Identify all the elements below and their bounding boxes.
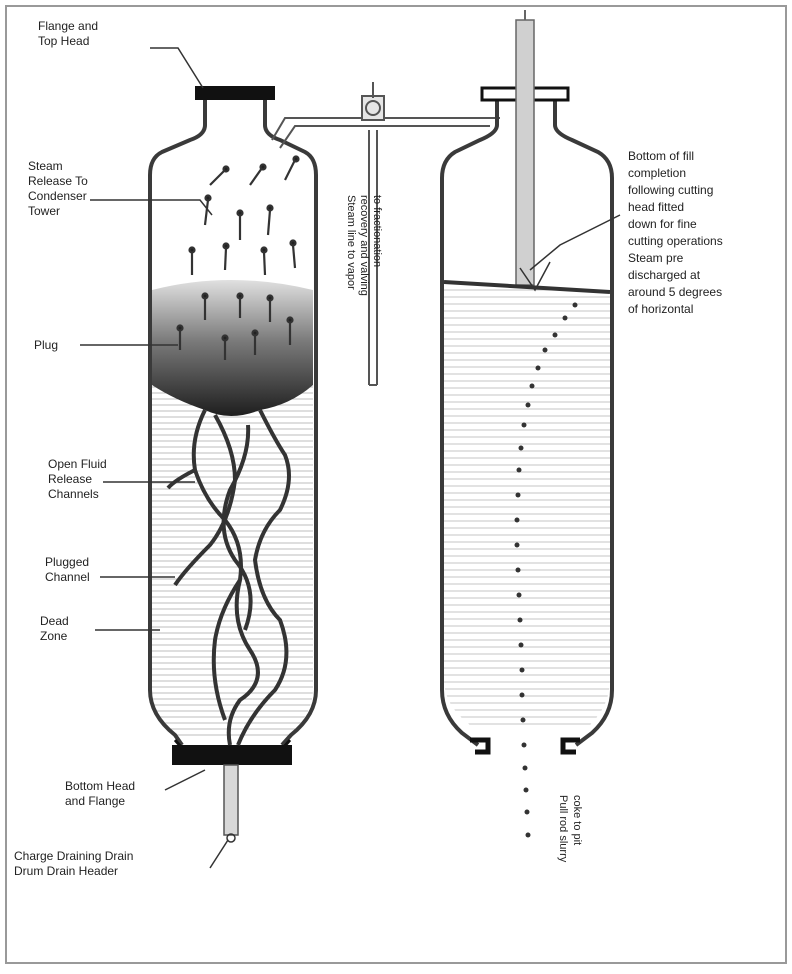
- right-note-line: of horizontal: [628, 302, 693, 316]
- label-plug: Plug: [34, 338, 58, 352]
- label-dead-zone-1: Dead: [40, 614, 69, 628]
- bottom-flange: [172, 745, 292, 765]
- cutting-stem: [516, 20, 534, 285]
- right-note-line: completion: [628, 166, 686, 180]
- right-coke-drum: [442, 10, 612, 838]
- vertical-note-line: Steam line to vapor: [345, 195, 357, 290]
- right-note-line: around 5 degrees: [628, 285, 722, 299]
- right-note-line: following cutting: [628, 183, 713, 197]
- right-note-line: head fitted: [628, 200, 684, 214]
- drain-pipe: [224, 765, 238, 835]
- coke-plug: [152, 280, 313, 416]
- label-plugged-channel-1: Plugged: [45, 555, 89, 569]
- label-open-fluid-3: Channels: [48, 487, 99, 501]
- label-coker-drain-1: Charge Draining Drain: [14, 849, 133, 863]
- bottom-vertical-note-line: coke to pit: [571, 795, 583, 845]
- label-coker-drain-2: Drum Drain Header: [14, 864, 118, 878]
- label-plugged-channel-2: Channel: [45, 570, 90, 584]
- label-bottom-head-1: Bottom Head: [65, 779, 135, 793]
- left-drum-coke-bed: [152, 385, 313, 740]
- label-open-fluid-1: Open Fluid: [48, 457, 107, 471]
- right-note-line: Steam pre: [628, 251, 684, 265]
- right-note-line: discharged at: [628, 268, 701, 282]
- vertical-note-line: to fractionation: [371, 195, 383, 267]
- label-steam-release-1: Steam: [28, 159, 63, 173]
- bottom-vertical-note-line: Pull rod slurry: [557, 795, 569, 863]
- right-drum-coke-bed: [444, 283, 610, 725]
- label-flange-top-head-2: Top Head: [38, 34, 89, 48]
- label-steam-release-4: Tower: [28, 204, 60, 218]
- label-right-note: Bottom of fill completion following cutt…: [628, 149, 726, 316]
- vertical-note-line: recovery and valving: [358, 195, 370, 296]
- top-flange: [195, 86, 275, 100]
- right-note-line: cutting operations: [628, 234, 723, 248]
- label-steam-release-2: Release To: [28, 174, 88, 188]
- bottom-vertical-note: Pull rod slurry coke to pit: [557, 795, 583, 865]
- label-flange-top-head-1: Flange and: [38, 19, 98, 33]
- label-steam-release-3: Condenser: [28, 189, 87, 203]
- label-bottom-head-2: and Flange: [65, 794, 125, 808]
- label-dead-zone-2: Zone: [40, 629, 68, 643]
- right-note-line: Bottom of fill: [628, 149, 694, 163]
- right-note-line: down for fine: [628, 217, 697, 231]
- label-open-fluid-2: Release: [48, 472, 92, 486]
